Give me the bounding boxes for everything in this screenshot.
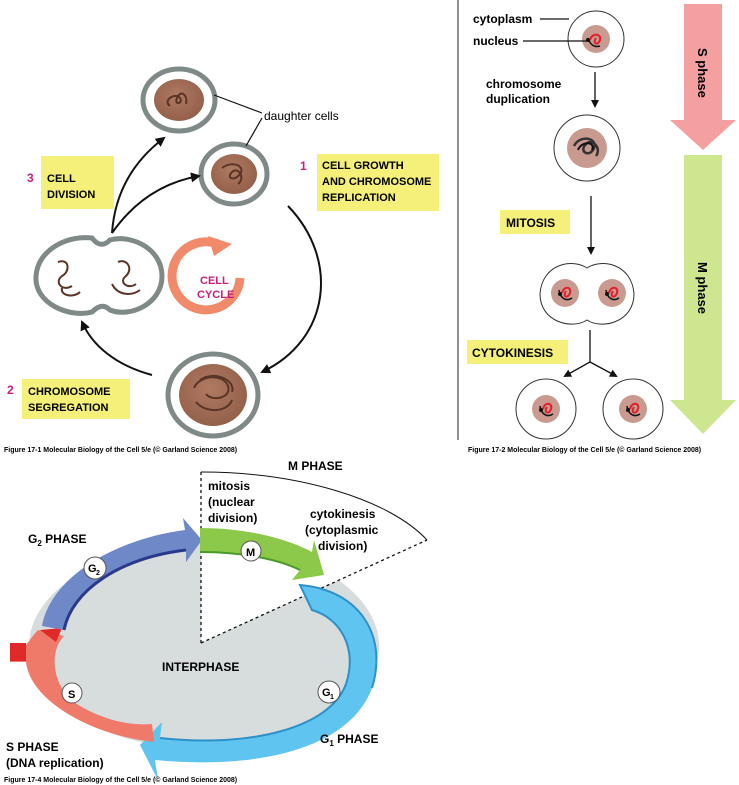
svg-text:M: M [246, 547, 255, 559]
figure-17-1: daughter cells 1 CELL GROWTH AND CHROMOS… [4, 66, 439, 454]
mitosis-line-3: division) [208, 511, 257, 525]
cell-cycle-label-1: CELL [200, 275, 229, 287]
mitosis-label: MITOSIS [506, 216, 555, 230]
s-phase-label-line-2: (DNA replication) [6, 756, 104, 770]
s-phase-arc [10, 630, 154, 742]
nucleus-label: nucleus [473, 34, 519, 48]
g2-phase-label: G2 PHASE [28, 532, 86, 548]
s-phase-label: S phase [695, 48, 710, 98]
cytoplasm-label: cytoplasm [473, 12, 532, 26]
fig2-cell-duplicated [553, 114, 621, 182]
step-1-line-2: AND CHROMOSOME [322, 176, 431, 188]
fig2-dividing-cell [539, 263, 635, 325]
fig2-daughter-right [602, 378, 664, 440]
g1-phase-label: G1 PHASE [320, 732, 378, 748]
m-phase-arrow: M phase [670, 155, 736, 434]
step-3-box [41, 156, 114, 209]
mitosis-line-2: (nuclear [208, 495, 255, 509]
cytokinesis-line-1: cytokinesis [310, 507, 376, 521]
s-phase-arrow: S phase [670, 4, 736, 150]
fig2-cell-top [567, 10, 625, 68]
step-1-number: 1 [300, 159, 307, 173]
svg-text:G: G [322, 687, 331, 699]
m-phase-title: M PHASE [288, 459, 343, 473]
svg-text:G: G [88, 563, 97, 575]
svg-text:2: 2 [96, 570, 100, 577]
figure-17-2: S phase M phase cytoplasm nucleus chromo… [467, 4, 736, 454]
step-1-line-1: CELL GROWTH [322, 160, 404, 172]
s-badge: S [61, 682, 83, 704]
g1-phase-arc [140, 585, 377, 780]
daughter-cell-top [140, 66, 218, 134]
step-3-line-1: CELL [47, 173, 76, 185]
s-phase-label-line-1: S PHASE [6, 740, 59, 754]
replicated-cell [165, 351, 261, 439]
cell-cycle-circular-arrow [167, 236, 245, 315]
step-2-box [22, 379, 130, 419]
step-2-number: 2 [7, 383, 14, 397]
figure-17-2-caption: Figure 17-2 Molecular Biology of the Cel… [468, 446, 701, 454]
cytokinesis-label: CYTOKINESIS [472, 346, 553, 360]
fig2-daughter-left [515, 378, 577, 440]
cytokinesis-box [467, 340, 568, 364]
step-1-box [317, 154, 439, 211]
step-2-line-2: SEGREGATION [28, 402, 109, 414]
m-phase-arc [200, 528, 324, 580]
step-3-line-2: DIVISION [47, 189, 95, 201]
m-phase-label: M phase [695, 262, 710, 314]
g1-badge: G 1 [317, 680, 341, 704]
svg-text:1: 1 [330, 694, 334, 701]
cytokinesis-line-2: (cytoplasmic [305, 523, 379, 537]
figure-17-4: M G 2 S G 1 M PHASE mitosis (nuclear div… [4, 459, 428, 784]
figure-17-1-caption: Figure 17-1 Molecular Biology of the Cel… [4, 446, 237, 454]
cytokinesis-line-3: division) [318, 539, 367, 553]
chromosome-duplication-line-1: chromosome [486, 77, 562, 91]
daughter-cells-label: daughter cells [264, 109, 339, 123]
chromosome-duplication-line-2: duplication [486, 92, 550, 106]
svg-text:S: S [68, 689, 75, 701]
mitosis-box [500, 210, 570, 234]
interphase-label: INTERPHASE [162, 660, 239, 674]
m-badge: M [240, 540, 262, 562]
cell-cycle-label-2: CYCLE [197, 289, 234, 301]
mitosis-line-1: mitosis [208, 479, 250, 493]
step-2-line-1: CHROMOSOME [28, 386, 111, 398]
dividing-cell [33, 235, 165, 316]
daughter-cell-right [198, 141, 270, 207]
step-1-line-3: REPLICATION [322, 192, 396, 204]
g2-phase-arc [42, 518, 202, 630]
step-3-number: 3 [27, 171, 34, 185]
figure-17-4-caption: Figure 17-4 Molecular Biology of the Cel… [4, 776, 237, 784]
g2-badge: G 2 [83, 556, 107, 580]
